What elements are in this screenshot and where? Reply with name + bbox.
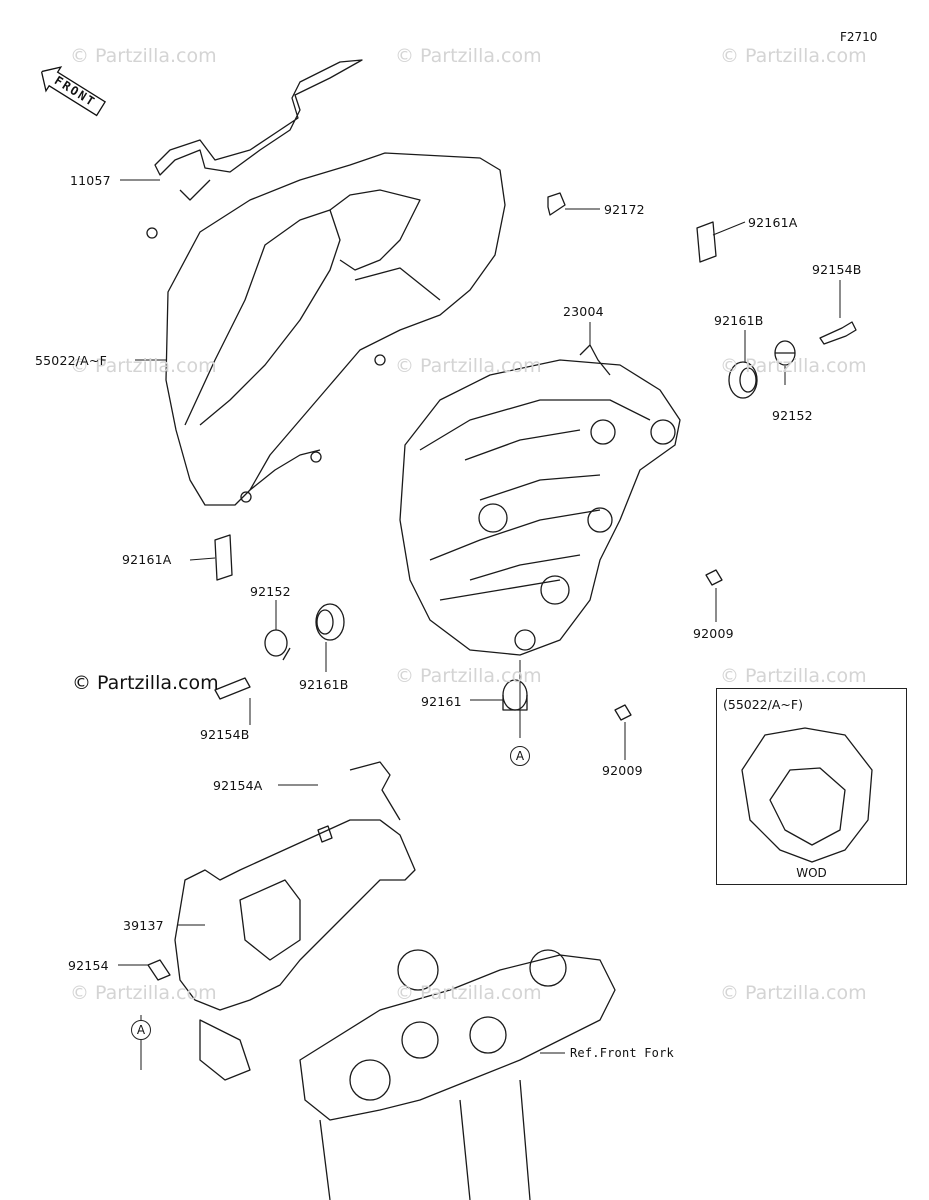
part-label-92154: 92154 [68, 958, 109, 973]
collar-92152-left [264, 629, 291, 661]
screw-92009-b [614, 704, 632, 721]
ref-front-fork-label: Ref.Front Fork [570, 1046, 674, 1060]
front-direction-arrow: FRONT [33, 58, 111, 123]
bolt-92154 [147, 959, 171, 981]
bracket-11057 [154, 59, 363, 201]
watermark-5: © Partzilla.com [395, 355, 542, 377]
watermark-12: © Partzilla.com [720, 982, 867, 1004]
watermark-11: © Partzilla.com [395, 982, 542, 1004]
inset-caption: WOD [796, 866, 827, 880]
stay-39137 [174, 761, 416, 1081]
collar-92152-right [774, 340, 796, 366]
callout-a-bottom: A [131, 1020, 151, 1040]
headlight-cowl-55022 [146, 152, 506, 506]
part-label-92161A-top: 92161A [748, 215, 798, 230]
watermark-4: © Partzilla.com [70, 355, 217, 377]
watermark-3: © Partzilla.com [720, 45, 867, 67]
grommet-92161B-left [315, 603, 345, 641]
rivet-92172 [547, 192, 566, 216]
part-label-55022: 55022/A~F [35, 353, 107, 368]
grommet-92161 [502, 679, 528, 711]
inset-title: (55022/A~F) [723, 697, 803, 712]
inset-cowl-wod [741, 727, 873, 863]
part-label-92152-left: 92152 [250, 584, 291, 599]
part-label-23004: 23004 [563, 304, 604, 319]
part-label-92172: 92172 [604, 202, 645, 217]
front-fork-ref [299, 949, 616, 1200]
part-label-92154A: 92154A [213, 778, 263, 793]
headlight-assembly-23004 [399, 344, 681, 656]
part-label-92152-right: 92152 [772, 408, 813, 423]
bolt-92154B-left [214, 677, 251, 700]
part-label-92009-a: 92009 [693, 626, 734, 641]
part-label-92161A-left: 92161A [122, 552, 172, 567]
figure-id: F2710 [840, 30, 878, 44]
screw-92009-a [705, 569, 723, 586]
watermark-10: © Partzilla.com [70, 982, 217, 1004]
bolt-92154B-right [819, 321, 857, 345]
watermark-9: © Partzilla.com [720, 665, 867, 687]
part-label-92161B-right: 92161B [714, 313, 764, 328]
inset-panel-wod: (55022/A~F) WOD [716, 688, 907, 885]
part-label-92161B-left: 92161B [299, 677, 349, 692]
callout-a-top: A [510, 746, 530, 766]
watermark-6: © Partzilla.com [720, 355, 867, 377]
leader-lines [118, 179, 841, 1070]
part-label-92161: 92161 [421, 694, 462, 709]
watermark-1: © Partzilla.com [70, 45, 217, 67]
part-label-92009-b: 92009 [602, 763, 643, 778]
part-label-11057: 11057 [70, 173, 111, 188]
watermark-8: © Partzilla.com [395, 665, 542, 687]
decal-92161A-left [214, 534, 233, 581]
bolt-92154A [317, 825, 333, 843]
watermark-7: © Partzilla.com [72, 672, 219, 694]
arrow-icon [40, 66, 107, 117]
grommet-92161B-right [728, 361, 758, 399]
watermark-2: © Partzilla.com [395, 45, 542, 67]
part-label-92154B-top: 92154B [812, 262, 862, 277]
part-label-92154B-left: 92154B [200, 727, 250, 742]
decal-92161A-right [696, 221, 717, 263]
part-label-39137: 39137 [123, 918, 164, 933]
